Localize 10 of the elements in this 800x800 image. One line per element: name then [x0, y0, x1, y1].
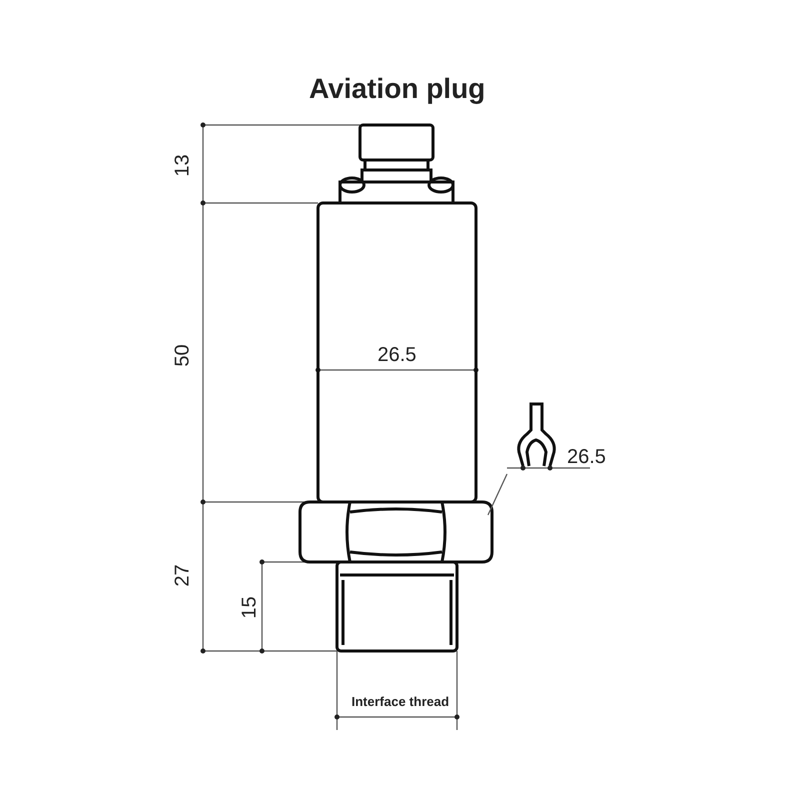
- dimension-value: 26.5: [567, 446, 606, 469]
- dimension-value: 26.5: [378, 344, 416, 366]
- dimension-value: 27: [172, 564, 195, 586]
- title: Aviation plug: [309, 73, 486, 105]
- hex-nut: [298, 500, 494, 564]
- leader-line: [487, 474, 508, 516]
- dimension-value: 15: [238, 596, 262, 618]
- dimension-value: 50: [172, 344, 195, 366]
- dimension-value: 13: [172, 154, 195, 176]
- part-label: Interface thread: [352, 694, 450, 708]
